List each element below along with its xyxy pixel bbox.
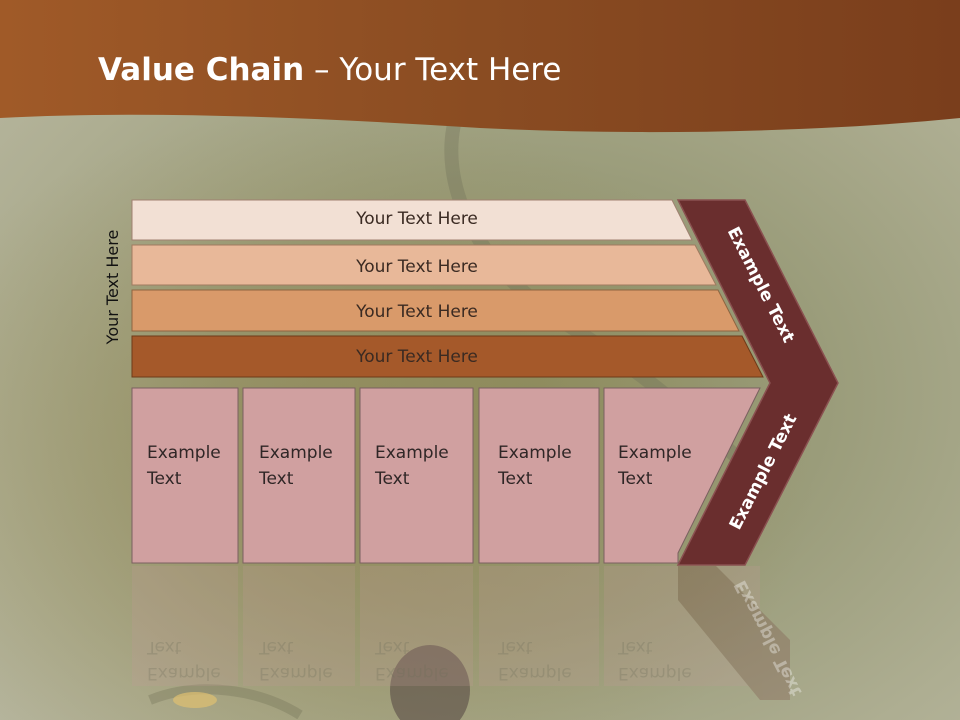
column-5-line2: Text xyxy=(618,469,653,489)
column-2-reflection-line1: Example xyxy=(259,663,333,683)
bar-3 xyxy=(131,289,740,332)
column-4-line2: Text xyxy=(498,469,533,489)
column-1-reflection-line2: Text xyxy=(147,637,182,657)
column-1-reflection-line1: Example xyxy=(147,663,221,683)
column-4-line1: Example xyxy=(498,443,572,463)
bar-1-label: Your Text Here xyxy=(356,209,478,229)
column-5-reflection: Example Text xyxy=(618,634,692,686)
column-3-reflection: Example Text xyxy=(375,634,449,686)
chevron-arrow xyxy=(676,199,839,566)
column-5 xyxy=(603,387,761,564)
column-4-reflection: Example Text xyxy=(498,634,572,686)
column-2 xyxy=(242,387,356,564)
bar-2-label: Your Text Here xyxy=(356,257,478,277)
column-3-line1: Example xyxy=(375,443,449,463)
bar-3-label: Your Text Here xyxy=(356,302,478,322)
column-3-reflection-line1: Example xyxy=(375,663,449,683)
column-3-line2: Text xyxy=(375,469,410,489)
column-1-line2: Text xyxy=(147,469,182,489)
column-4-reflection-line1: Example xyxy=(498,663,572,683)
column-2-line2: Text xyxy=(259,469,294,489)
column-2-reflection: Example Text xyxy=(259,634,333,686)
bar-4 xyxy=(131,335,764,378)
column-1 xyxy=(131,387,239,564)
title-bold: Value Chain xyxy=(98,52,305,88)
column-3 xyxy=(359,387,474,564)
column-5-reflection-line2: Text xyxy=(618,637,653,657)
column-4 xyxy=(478,387,600,564)
column-5-line1: Example xyxy=(618,443,692,463)
bar-1 xyxy=(131,199,693,241)
column-3-reflection-line2: Text xyxy=(375,637,410,657)
column-4-reflection-line2: Text xyxy=(498,637,533,657)
bar-4-label: Your Text Here xyxy=(356,347,478,367)
column-1-line1: Example xyxy=(147,443,221,463)
column-2-line1: Example xyxy=(259,443,333,463)
column-1-reflection: Example Text xyxy=(147,634,221,686)
page-title: Value Chain – Your Text Here xyxy=(98,52,561,88)
bar-2 xyxy=(131,244,717,286)
header-band xyxy=(0,0,960,133)
column-2-reflection-line2: Text xyxy=(259,637,294,657)
column-5-reflection-line1: Example xyxy=(618,663,692,683)
title-rest: – Your Text Here xyxy=(304,52,562,88)
